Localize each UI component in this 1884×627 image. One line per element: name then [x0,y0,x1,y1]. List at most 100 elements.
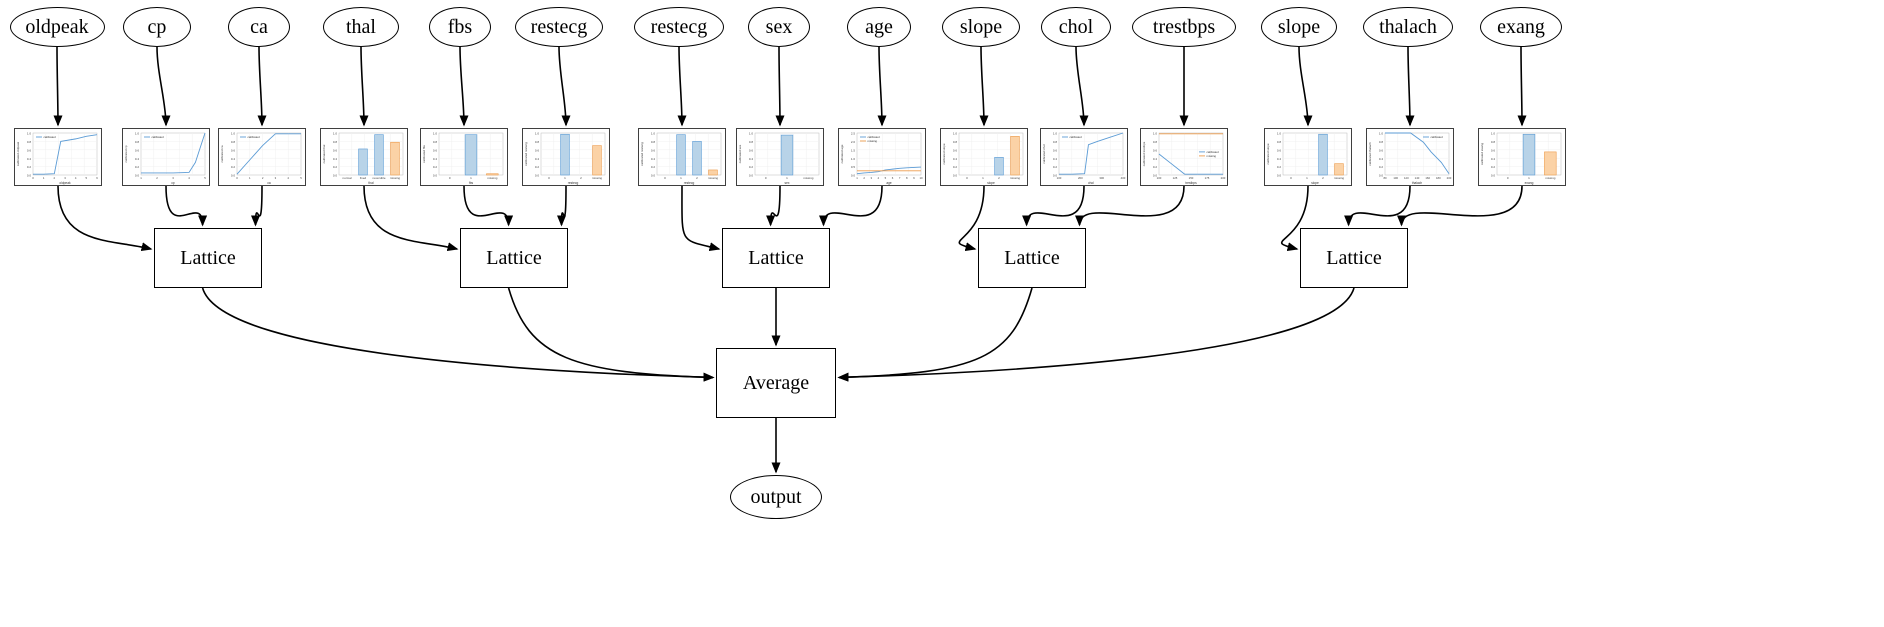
svg-text:normal: normal [342,176,352,180]
svg-text:4: 4 [878,176,880,180]
svg-text:4: 4 [287,176,289,180]
svg-text:0.0: 0.0 [851,174,856,178]
feature-node-thal-3[interactable]: thal [323,7,399,47]
svg-text:0.0: 0.0 [651,174,656,178]
lattice-node-0[interactable]: Lattice [154,228,262,288]
svg-text:0.0: 0.0 [1153,174,1158,178]
svg-text:fbs: fbs [469,181,474,185]
svg-text:0.2: 0.2 [1153,165,1158,169]
feature-node-thalach-13[interactable]: thalach [1363,7,1453,47]
svg-text:0.8: 0.8 [651,140,656,144]
svg-text:calibrated ca: calibrated ca [220,145,224,162]
feature-node-exang-14[interactable]: exang [1480,7,1562,47]
feature-node-oldpeak-0[interactable]: oldpeak [9,7,105,47]
svg-text:ca: ca [267,181,271,185]
output-node[interactable]: output [730,475,822,519]
svg-text:calibrated sex: calibrated sex [738,144,742,163]
svg-text:1.0: 1.0 [1379,132,1384,136]
svg-text:calibrated thal: calibrated thal [322,144,326,163]
feature-node-slope-12[interactable]: slope [1261,7,1337,47]
edge-feature-to-plot-1 [156,46,171,127]
svg-text:calibrated exang: calibrated exang [1480,143,1484,165]
svg-text:2: 2 [696,176,698,180]
svg-text:0.4: 0.4 [953,157,958,161]
svg-text:calibrated thalach: calibrated thalach [1368,142,1372,166]
svg-text:0.4: 0.4 [1491,157,1496,161]
svg-text:1: 1 [982,176,984,180]
svg-text:1.0: 1.0 [1053,132,1058,136]
svg-text:0.8: 0.8 [135,140,140,144]
feature-node-label: restecg [530,16,588,38]
feature-node-trestbps-11[interactable]: trestbps [1132,7,1236,47]
lattice-node-1[interactable]: Lattice [460,228,568,288]
svg-text:0.6: 0.6 [535,148,540,152]
svg-text:8: 8 [906,176,908,180]
feature-node-chol-10[interactable]: chol [1041,7,1111,47]
svg-text:0.8: 0.8 [953,140,958,144]
edge-plot-5-to-lattice-1 [557,185,567,227]
feature-node-ca-2[interactable]: ca [228,7,290,47]
svg-text:0.0: 0.0 [27,174,32,178]
svg-text:0.4: 0.4 [1277,157,1282,161]
average-node[interactable]: Average [716,348,836,418]
svg-text:2.5: 2.5 [851,132,856,136]
svg-text:7: 7 [899,176,901,180]
svg-text:0.0: 0.0 [1053,174,1058,178]
feature-node-fbs-4[interactable]: fbs [429,7,491,47]
svg-text:1.0: 1.0 [851,157,856,161]
svg-text:missing: missing [1334,176,1345,180]
svg-text:calibrated cp: calibrated cp [124,145,128,162]
lattice-node-4[interactable]: Lattice [1300,228,1408,288]
edge-plot-3-to-lattice-1 [363,185,459,252]
svg-text:missing: missing [1207,154,1217,158]
output-node-label: output [750,486,802,508]
svg-text:180: 180 [1436,176,1441,180]
edge-feature-to-plot-14 [1517,46,1527,127]
svg-text:missing: missing [868,139,878,143]
lattice-node-label: Lattice [1326,246,1382,269]
svg-text:1: 1 [43,176,45,180]
svg-text:missing: missing [487,176,498,180]
svg-text:calibrated restecg: calibrated restecg [524,142,528,166]
svg-text:0.6: 0.6 [1153,148,1158,152]
svg-text:0.0: 0.0 [1277,174,1282,178]
svg-text:140: 140 [1415,176,1420,180]
svg-text:0.0: 0.0 [953,174,958,178]
svg-text:2: 2 [998,176,1000,180]
lattice-node-3[interactable]: Lattice [978,228,1086,288]
svg-text:2: 2 [580,176,582,180]
edge-plot-7-to-lattice-2 [766,185,781,227]
svg-text:160: 160 [1425,176,1430,180]
feature-node-label: exang [1497,16,1545,38]
svg-text:0.4: 0.4 [135,157,140,161]
feature-node-sex-7[interactable]: sex [748,7,810,47]
edge-lattice-1-to-average [507,287,715,382]
svg-text:calibrated trestbps: calibrated trestbps [1142,141,1146,166]
feature-node-restecg-6[interactable]: restecg [634,7,724,47]
svg-text:0.6: 0.6 [231,148,236,152]
svg-text:1.0: 1.0 [749,132,754,136]
feature-node-restecg-5[interactable]: restecg [515,7,603,47]
lattice-node-label: Lattice [748,246,804,269]
svg-text:0.2: 0.2 [1491,165,1496,169]
svg-text:reversible: reversible [372,176,385,180]
svg-text:125: 125 [1173,176,1178,180]
lattice-node-2[interactable]: Lattice [722,228,830,288]
svg-text:0.8: 0.8 [1277,140,1282,144]
edge-lattice-4-to-average [837,287,1355,382]
feature-node-age-8[interactable]: age [847,7,911,47]
svg-text:0.4: 0.4 [535,157,540,161]
feature-node-cp-1[interactable]: cp [123,7,191,47]
svg-text:thalach: thalach [1412,181,1423,185]
svg-text:restecg: restecg [684,181,695,185]
feature-node-label: trestbps [1152,16,1216,38]
feature-node-slope-9[interactable]: slope [942,7,1020,47]
svg-text:4: 4 [188,176,190,180]
average-node-label: Average [742,371,810,394]
